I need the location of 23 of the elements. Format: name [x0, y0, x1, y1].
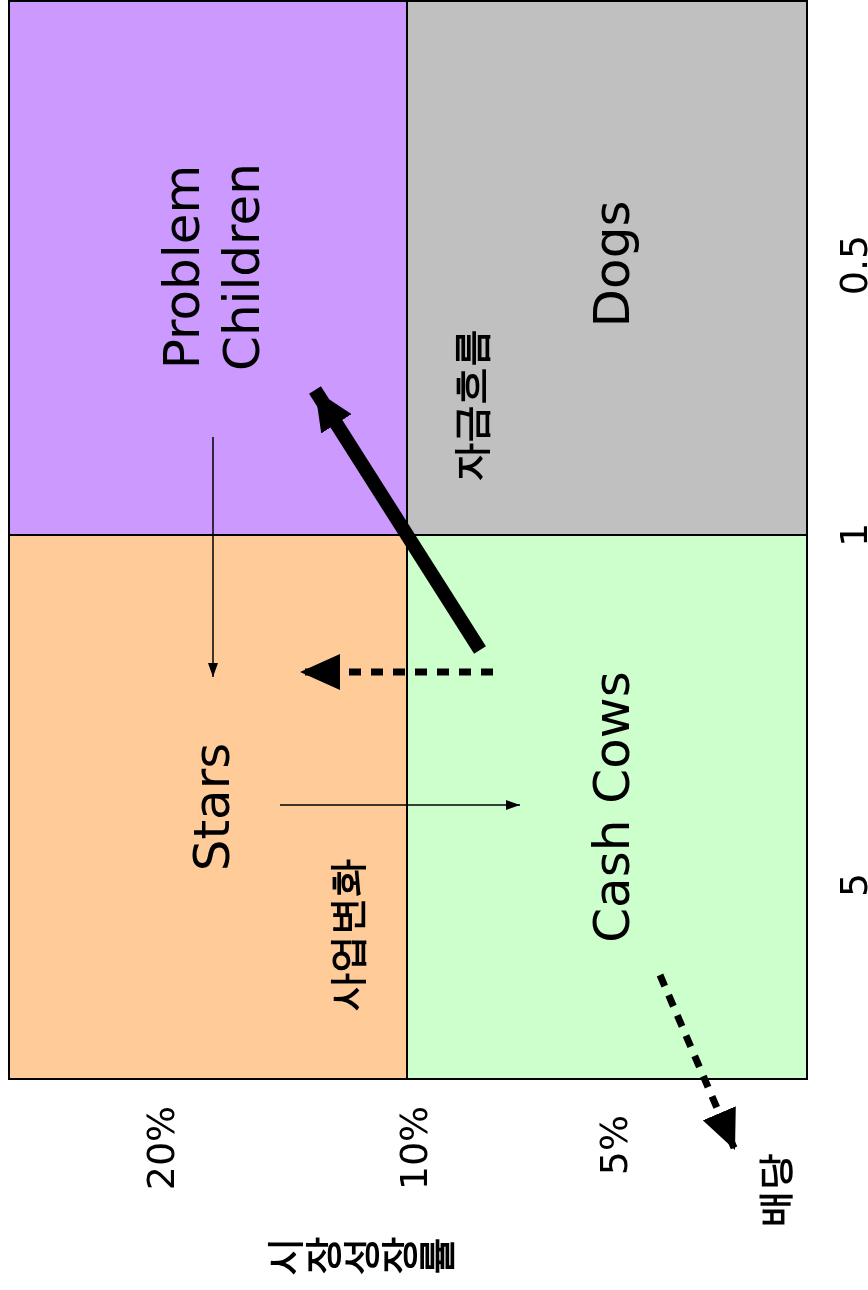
axis-label: 사업변화 [325, 859, 371, 1011]
quadrant-label: Stars [182, 742, 242, 872]
quadrant-label: Dogs [582, 200, 642, 328]
axis-label: 0.5 [832, 234, 868, 296]
axis-label: 5% [592, 1114, 638, 1176]
node-label: 배당 [753, 1154, 797, 1226]
dotted-arrow [656, 973, 739, 1152]
quadrant-box [406, 0, 808, 536]
axis-label: 20% [139, 1105, 185, 1191]
axis-title: 시장성장률 [262, 1237, 458, 1275]
axis-label: 5 [832, 872, 868, 898]
dotted-arrow [300, 654, 493, 690]
arrow [279, 800, 521, 810]
arrow [208, 436, 218, 678]
axis-label: 자금흐름 [449, 329, 495, 481]
axis-label: 1 [832, 522, 868, 548]
quadrant-label: Cash Cows [582, 671, 642, 943]
quadrant-label: Problem Children [152, 162, 272, 374]
quadrant-box [406, 534, 808, 1080]
quadrant-box [8, 534, 408, 1080]
thick-arrow [309, 386, 486, 654]
quadrant-box [8, 0, 408, 536]
axis-label: 10% [392, 1105, 438, 1191]
